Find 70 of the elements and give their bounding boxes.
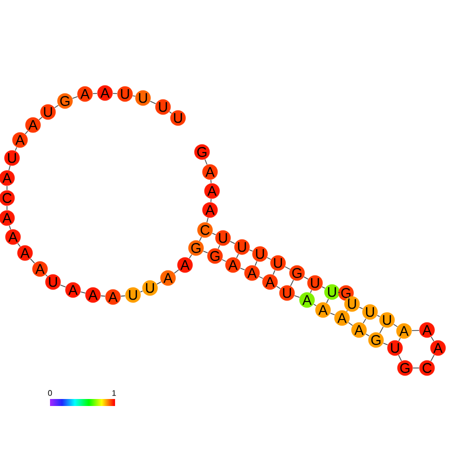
backbone-line [100, 295, 106, 297]
backbone-line [8, 165, 10, 171]
backbone-line [60, 284, 66, 288]
backbone-line [6, 186, 8, 190]
backbone-line [202, 250, 208, 254]
backbone-line [230, 241, 236, 244]
backbone-line [222, 259, 226, 262]
backbone-line [45, 274, 48, 277]
backbone-line [6, 206, 8, 210]
backbone-line [365, 334, 370, 336]
backbone-line [156, 281, 162, 285]
backbone-line [322, 286, 326, 289]
backbone-line [266, 257, 272, 260]
backbone-line [212, 232, 216, 236]
backbone-line [276, 286, 281, 290]
backbone-line [204, 158, 208, 166]
backbone-line [249, 249, 253, 252]
backbone-line [348, 296, 350, 300]
backbone-line [80, 292, 86, 294]
backbone-line [92, 93, 98, 94]
backbone-line [24, 130, 28, 134]
backbone-line [150, 100, 156, 104]
backbone-line [54, 104, 59, 108]
backbone-line [17, 242, 21, 248]
backbone-line [14, 146, 18, 152]
backbone-line [412, 330, 420, 332]
backbone-line [258, 276, 264, 279]
backbone-line [272, 270, 276, 276]
backbone-line [210, 180, 212, 184]
backbone-line [290, 280, 294, 286]
backbone-line [72, 96, 78, 99]
backbone-line [294, 295, 300, 298]
backbone-line [132, 95, 136, 97]
backbone-line [430, 354, 435, 362]
backbone-line [284, 266, 290, 270]
backbone-line [313, 304, 317, 306]
backbone-line [210, 198, 212, 202]
backbone-line [362, 318, 366, 324]
backbone-line [338, 292, 340, 293]
backbone-line [398, 338, 401, 342]
backbone-line [379, 326, 384, 334]
backbone-line [254, 260, 258, 266]
backbone-line [38, 116, 42, 120]
scale-label: 1 [112, 390, 116, 396]
backbone-line [140, 290, 144, 292]
backbone-line [9, 225, 11, 230]
backbone-line [376, 314, 380, 318]
backbone-line [398, 354, 402, 362]
backbone-line [236, 254, 239, 258]
backbone-line [346, 310, 348, 312]
backbone-line [188, 254, 192, 259]
backbone-line [430, 336, 434, 342]
backbone-line [382, 342, 388, 346]
backbone-line [358, 306, 364, 310]
backbone-line [348, 322, 353, 326]
backbone-line [30, 258, 35, 264]
scale-label: 0 [48, 390, 52, 396]
backbone-line [326, 298, 329, 304]
backbone-line [206, 217, 208, 223]
backbone-line [174, 269, 180, 274]
backbone-line [199, 236, 202, 242]
backbone-line [310, 290, 312, 294]
backbone-line [169, 111, 172, 114]
backbone-line [120, 295, 126, 297]
backbone-line [240, 268, 246, 270]
backbone-line [112, 93, 118, 94]
backbone-line [218, 244, 220, 250]
backbone-line [304, 276, 308, 280]
backbone-line [393, 324, 398, 328]
backbone-line [330, 312, 336, 316]
